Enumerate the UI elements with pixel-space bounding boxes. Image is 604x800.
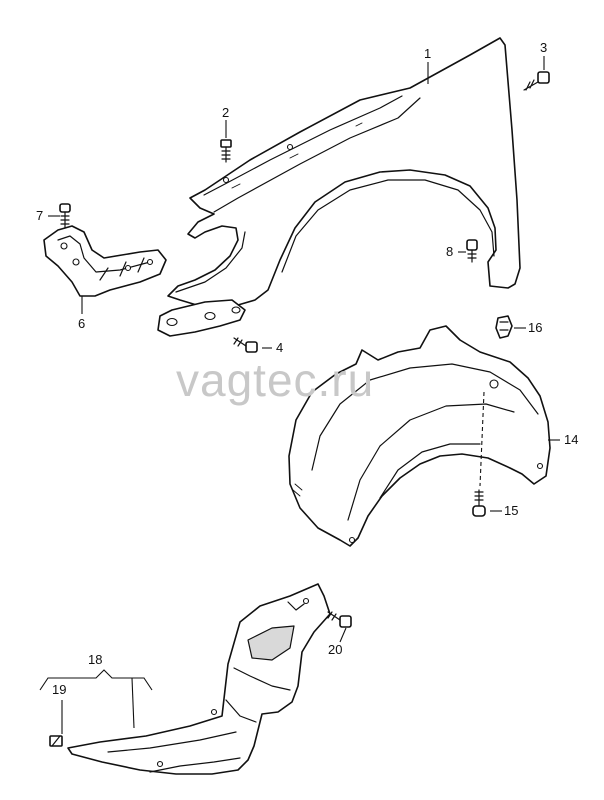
callout-7: 7 [36, 208, 43, 223]
callout-18: 18 [88, 652, 102, 667]
callout-2: 2 [222, 105, 229, 120]
lower-liner [67, 583, 331, 775]
callout-14: 14 [564, 432, 578, 447]
callout-19: 19 [52, 682, 66, 697]
watermark-text: vagtec.ru [176, 354, 374, 406]
clip-16-icon [495, 315, 513, 339]
screw-20-icon [327, 611, 352, 628]
front-bracket [43, 225, 167, 297]
callout-labels: 1 2 3 4 6 7 8 16 14 15 18 19 20 [36, 40, 578, 697]
screw-4-icon [233, 337, 258, 353]
fender [157, 37, 521, 337]
wheel-housing-liner [288, 325, 551, 547]
callout-3: 3 [540, 40, 547, 55]
callout-1: 1 [424, 46, 431, 61]
callout-6: 6 [78, 316, 85, 331]
screw-8-icon [466, 239, 478, 263]
callout-4: 4 [276, 340, 283, 355]
callout-8: 8 [446, 244, 453, 259]
callout-20: 20 [328, 642, 342, 657]
clip-nut-19-icon [49, 735, 63, 747]
screw-7-icon [59, 203, 71, 229]
screw-2-icon [220, 139, 232, 163]
screw-15-icon [472, 489, 486, 517]
screw-3-icon [523, 71, 550, 91]
callout-15: 15 [504, 503, 518, 518]
leader-lines [39, 56, 560, 734]
callout-16: 16 [528, 320, 542, 335]
